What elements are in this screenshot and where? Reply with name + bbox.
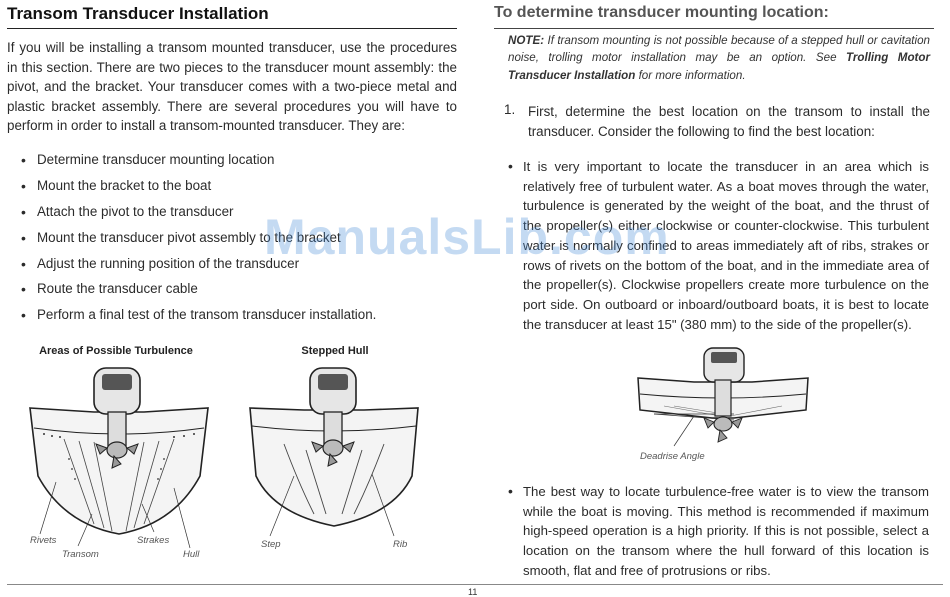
turbulence-bullet: It is very important to locate the trans… [523, 159, 929, 332]
list-item: Perform a final test of the transom tran… [7, 305, 457, 331]
title-divider [7, 28, 457, 29]
page-number: 11 [468, 587, 478, 597]
label-step: Step [261, 539, 281, 550]
label-transom: Transom [62, 549, 99, 560]
label-rib: Rib [393, 539, 408, 550]
turbulence-hull-illustration [29, 367, 209, 549]
note-text: If transom mounting is not possible beca… [508, 34, 930, 65]
label-hull: Hull [183, 549, 200, 560]
list-item: Adjust the running position of the trans… [7, 254, 457, 280]
label-deadrise-angle: Deadrise Angle [640, 451, 705, 462]
step-number: 1. [504, 102, 516, 117]
figure-caption-stepped-hull: Stepped Hull [301, 345, 369, 357]
subsection-title: To determine transducer mounting locatio… [494, 4, 829, 21]
note-paragraph: NOTE: If transom mounting is not possibl… [508, 32, 930, 84]
bullet-marker: • [508, 483, 513, 499]
list-item: Determine transducer mounting location [7, 150, 457, 176]
subsection-divider [494, 28, 934, 29]
bullet-marker: • [508, 158, 513, 174]
figure-caption-turbulence: Areas of Possible Turbulence [39, 345, 193, 357]
turbulence-free-bullet: The best way to locate turbulence-free w… [523, 484, 929, 578]
list-item: Mount the bracket to the boat [7, 176, 457, 202]
step-one-text: First, determine the best location on th… [528, 104, 930, 139]
procedure-list: Determine transducer mounting location M… [7, 150, 457, 331]
section-title: Transom Transducer Installation [7, 4, 269, 23]
note-suffix: for more information. [635, 68, 746, 82]
note-prefix: NOTE: [508, 34, 545, 47]
list-item: Mount the transducer pivot assembly to t… [7, 228, 457, 254]
label-rivets: Rivets [30, 535, 57, 546]
footer-divider [7, 584, 943, 585]
stepped-hull-illustration [249, 367, 419, 537]
note-link[interactable]: Trolling Motor Transducer Installation [508, 51, 930, 82]
list-item: Attach the pivot to the transducer [7, 202, 457, 228]
list-item: Route the transducer cable [7, 279, 457, 305]
deadrise-angle-illustration [637, 347, 809, 447]
intro-paragraph: If you will be installing a transom moun… [7, 40, 457, 134]
label-strakes: Strakes [137, 535, 170, 546]
